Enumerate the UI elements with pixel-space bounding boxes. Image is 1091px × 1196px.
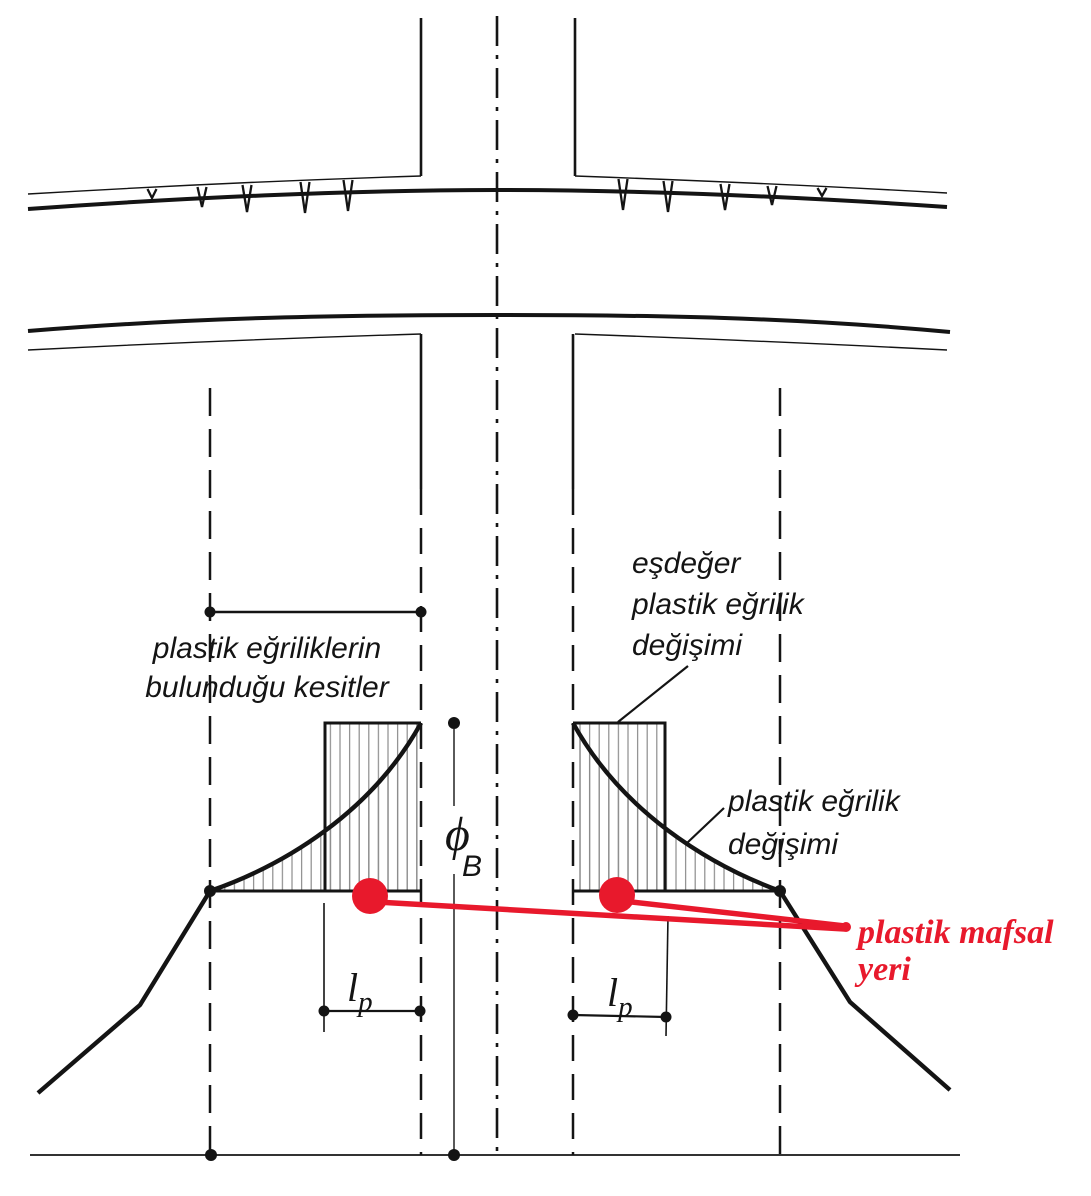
hinge-leader-left bbox=[375, 899, 846, 932]
plastic-hinge-marker-left bbox=[352, 878, 388, 914]
base-line-group bbox=[30, 1149, 960, 1161]
dimension-dot bbox=[415, 606, 427, 618]
plastic-hinge-label-line2: yeri bbox=[854, 951, 911, 988]
right-equivalent-block-border bbox=[573, 721, 667, 891]
crack-mark bbox=[241, 184, 253, 213]
dimension-dot bbox=[204, 606, 216, 618]
left-equivalent-block-border bbox=[323, 721, 421, 891]
equivalent-curvature-leader bbox=[617, 665, 689, 723]
lp-dimension-left: lp bbox=[318, 903, 426, 1032]
crack-marks bbox=[146, 178, 828, 214]
plastic-sections-label-line1: plastik eğriliklerin bbox=[152, 632, 381, 665]
dimension-dot bbox=[318, 1005, 330, 1017]
dimension-dot bbox=[660, 1011, 672, 1023]
hatched-curvature-areas bbox=[210, 723, 780, 891]
hinge-leader-right bbox=[622, 898, 846, 929]
crack-mark bbox=[816, 187, 828, 199]
right-curve-node-dot bbox=[774, 885, 786, 897]
dimension-dot bbox=[567, 1009, 579, 1021]
right-curvature-curve bbox=[571, 721, 781, 894]
beam-soffit-left bbox=[27, 333, 422, 351]
plastic-curvature-label-line2: değişimi bbox=[728, 828, 839, 861]
upper-column bbox=[419, 18, 577, 176]
phi-subscript: B bbox=[462, 850, 482, 883]
phi-measurement: ϕ B bbox=[445, 717, 482, 1161]
top-deflected-beam bbox=[27, 175, 948, 214]
text-labels: plastik eğriliklerin bulunduğu kesitler … bbox=[145, 547, 901, 861]
crack-mark bbox=[719, 183, 731, 211]
lp-right-label: lp bbox=[607, 970, 633, 1023]
base-line-dot bbox=[205, 1149, 217, 1161]
dimension-dot bbox=[414, 1005, 426, 1017]
beam-soffit-band bbox=[27, 312, 951, 489]
plastic-sections-label-line2: bulunduğu kesitler bbox=[145, 671, 390, 704]
plastic-hinge-marker-right bbox=[599, 877, 635, 913]
equivalent-curvature-label-line1: eşdeğer bbox=[632, 547, 741, 580]
crack-mark bbox=[662, 180, 674, 213]
crack-mark bbox=[299, 181, 311, 214]
plastic-hinge-label-line1: plastik mafsal bbox=[855, 914, 1054, 951]
crack-mark bbox=[342, 179, 354, 212]
phi-top-dot bbox=[448, 717, 460, 729]
plastic-hinge-annotation: plastik mafsal yeri bbox=[352, 877, 1054, 988]
equivalent-curvature-label-line2: plastik eğrilik bbox=[631, 588, 806, 621]
leader-lines bbox=[617, 665, 725, 844]
sections-dimension bbox=[204, 606, 427, 618]
reference-lines bbox=[208, 388, 782, 1155]
plastic-curvature-leader bbox=[686, 807, 725, 844]
crack-mark bbox=[146, 188, 158, 201]
plastic-curvature-label-line1: plastik eğrilik bbox=[727, 785, 902, 818]
lp-right-dimension-line bbox=[572, 1013, 667, 1019]
hinge-leader-tip bbox=[841, 922, 851, 932]
crack-mark bbox=[617, 178, 629, 211]
slab-top-line-right bbox=[574, 175, 948, 194]
left-ground-tail bbox=[36, 889, 212, 1095]
crack-mark bbox=[766, 185, 778, 206]
slab-surface-line bbox=[27, 312, 951, 334]
lp-left-label: lp bbox=[347, 965, 373, 1018]
beam-deflection-line bbox=[27, 187, 948, 211]
lp-dimension-right: lp bbox=[567, 915, 672, 1037]
left-curvature-curve bbox=[209, 721, 423, 894]
beam-soffit-right bbox=[574, 333, 948, 351]
left-curve-node-dot bbox=[204, 885, 216, 897]
slab-top-line-left bbox=[27, 175, 422, 195]
phi-symbol: ϕ bbox=[445, 808, 470, 861]
equivalent-curvature-label-line3: değişimi bbox=[632, 629, 743, 662]
crack-mark bbox=[196, 186, 208, 208]
